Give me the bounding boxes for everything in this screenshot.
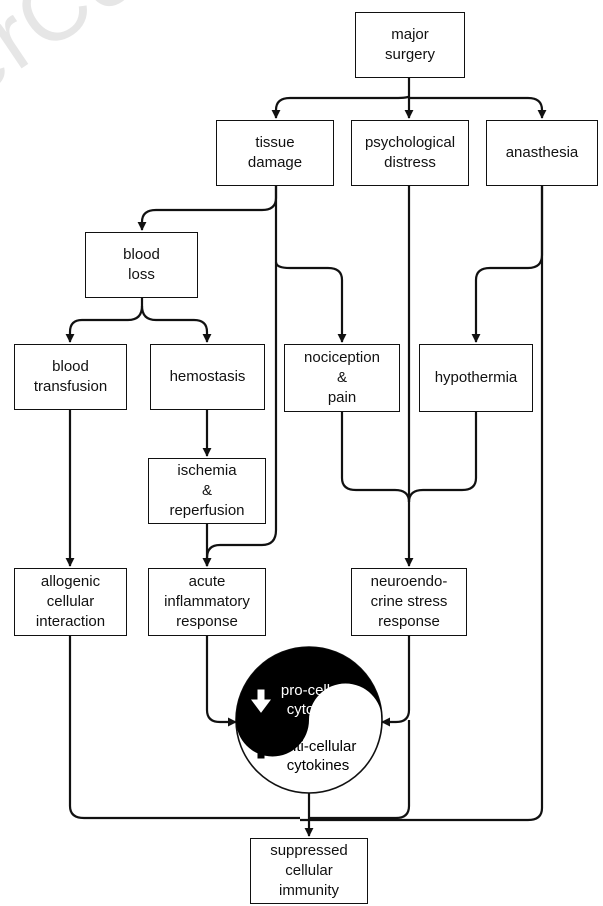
allogenic-label: allogenic cellular interaction bbox=[35, 573, 106, 630]
tissue-damage-label: tissue damage bbox=[247, 134, 303, 171]
connector-tissue-to-nociception bbox=[274, 261, 347, 343]
hemostasis-box: hemostasis bbox=[150, 344, 265, 410]
connector-surgery-to-tissue bbox=[271, 78, 411, 119]
blood-transfusion-label: blood transfusion bbox=[33, 358, 108, 395]
anasthesia-label: anasthesia bbox=[505, 144, 579, 161]
blood-loss-label: blood loss bbox=[123, 246, 160, 283]
hypothermia-label: hypothermia bbox=[434, 369, 518, 386]
yin-yang-icon bbox=[235, 646, 383, 794]
psychological-distress-label: psychological distress bbox=[364, 134, 456, 171]
allogenic-box: allogenic cellular interaction bbox=[14, 568, 127, 636]
acute-inflammatory-box: acute inflammatory response bbox=[148, 568, 266, 636]
nociception-pain-label: nociception & pain bbox=[304, 349, 380, 406]
pro-cellular-cytokines-label: pro-cellular cytokines bbox=[280, 682, 356, 718]
up-arrow-icon bbox=[251, 735, 271, 759]
psychological-distress-box: psychological distress bbox=[351, 120, 469, 186]
hypothermia-box: hypothermia bbox=[419, 344, 533, 412]
connector-anasthesia-to-bottom bbox=[300, 186, 544, 822]
anti-cellular-cytokines-label: anti-cellular cytokines bbox=[279, 738, 357, 774]
connector-bloodloss-to-transfusion bbox=[65, 298, 144, 343]
neuroendocrine-label: neuroendo- crine stress response bbox=[370, 573, 448, 630]
connector-nociception-merge bbox=[340, 412, 411, 503]
connector-surgery-to-anasthesia bbox=[409, 96, 547, 119]
ischemia-reperfusion-label: ischemia & reperfusion bbox=[169, 462, 245, 519]
connector-tissue-to-bloodloss bbox=[137, 186, 278, 231]
suppressed-immunity-box: suppressed cellular immunity bbox=[250, 838, 368, 904]
connector-neuroendocrine-to-yinyang bbox=[381, 636, 411, 727]
connector-allogenic-to-bottom bbox=[68, 636, 300, 820]
blood-loss-box: blood loss bbox=[85, 232, 198, 298]
connector-hypothermia-merge bbox=[407, 412, 478, 503]
connector-anasthesia-to-hypothermia bbox=[471, 186, 544, 343]
blood-transfusion-box: blood transfusion bbox=[14, 344, 127, 410]
anasthesia-box: anasthesia bbox=[486, 120, 598, 186]
major-surgery-label: major surgery bbox=[384, 26, 436, 63]
major-surgery-box: major surgery bbox=[355, 12, 465, 78]
down-arrow-icon bbox=[251, 689, 271, 713]
acute-inflammatory-label: acute inflammatory response bbox=[164, 573, 250, 630]
connector-neuroendocrine-to-bottom bbox=[310, 720, 411, 820]
connector-bloodloss-to-hemostasis bbox=[140, 305, 212, 343]
hemostasis-label: hemostasis bbox=[169, 368, 246, 385]
nociception-pain-box: nociception & pain bbox=[284, 344, 400, 412]
ischemia-reperfusion-box: ischemia & reperfusion bbox=[148, 458, 266, 524]
suppressed-immunity-label: suppressed cellular immunity bbox=[270, 842, 348, 899]
tissue-damage-box: tissue damage bbox=[216, 120, 334, 186]
connector-acute-to-yinyang bbox=[205, 636, 237, 727]
neuroendocrine-box: neuroendo- crine stress response bbox=[351, 568, 467, 636]
